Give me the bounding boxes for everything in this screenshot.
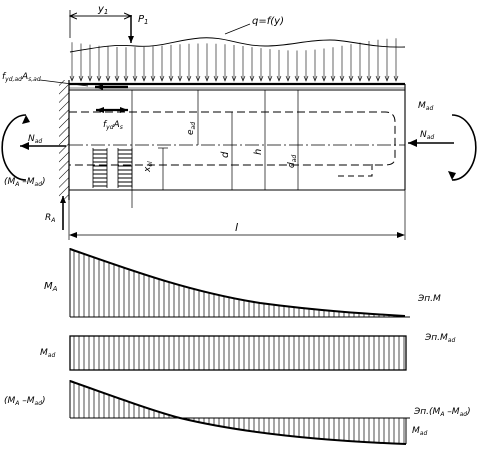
q-arrow-head [357,75,363,82]
q-arrow-head [267,75,273,82]
mad-hatch [73,336,405,370]
h-dimension: h [253,90,266,190]
q-arrow-head [186,75,192,82]
q-arrow-head [258,75,264,82]
q-arrow-head [132,75,138,82]
q-arrow-head [276,75,282,82]
q-label: q=f(y) [252,16,284,27]
q-arrow-head [339,75,345,82]
compression-zone-hatch [92,90,133,208]
q-arrow-head [96,75,102,82]
h-label: h [253,149,264,155]
q-arrow-head [123,75,129,82]
x-el-label: xel [143,161,154,173]
q-arrow-head [294,75,300,82]
right-end-actions: Mad Nad [408,101,477,181]
mad-right-label: Mad [412,426,427,437]
q-arrow-head [141,75,147,82]
q-arrow-head [321,75,327,82]
e-ad-dimension: ead [186,90,199,145]
q-arrow-head [384,75,390,82]
beam-elevation: y1 P1 q=f(y) [1,4,477,240]
mad-left-label: Mad [40,348,55,359]
q-arrow-head [249,75,255,82]
q-arrow-head [330,75,336,82]
q-arrow-head [366,75,372,82]
q-arrow-head [150,75,156,82]
q-arrow-head [105,75,111,82]
moment-diagram-mad: Mad Эп.Mad [40,333,455,371]
d-ad-label: dad [287,155,298,168]
m-diff-left-label: (MA –Mad) [4,177,46,188]
f-yd-label: fydAs [103,120,123,131]
main-reinforcement-force: fydAs [96,107,128,131]
q-arrow-head [87,75,93,82]
q-load-arrows [69,38,399,82]
q-arrow-head [177,75,183,82]
q-arrow-head [312,75,318,82]
q-arrow-head [303,75,309,82]
n-ad-left-label: Nad [28,134,42,145]
x-el-dimension: xel [143,147,168,190]
q-arrow-head [69,75,75,82]
q-arrow-head [213,75,219,82]
d-dimension: d [220,112,233,190]
reaction-ra: RA [45,196,66,230]
ep-diff-label: Эп.(MA –Mad) [413,407,471,418]
ma-hatch [73,250,400,317]
q-arrow-head [168,75,174,82]
q-arrow-head [114,75,120,82]
p1-label: P1 [138,14,149,26]
left-end-actions: Nad (MA –Mad) [1,114,66,188]
f-yd-ad-label: fyd,adAs,ad [2,72,41,83]
ep-m-label: Эп.M [417,294,441,304]
q-arrow-head [222,75,228,82]
q-arrow-head [231,75,237,82]
q-arrow-head [204,75,210,82]
m-ad-right-label: Mad [418,101,433,112]
ma-label: MA [44,281,58,293]
q-arrow-head [348,75,354,82]
distributed-load-q: q=f(y) [69,16,406,82]
q-arrow-head [285,75,291,82]
y1-dimension: y1 [70,4,131,38]
diag3-left-label: (MA –Mad) [4,396,46,407]
difference-curve-guide [70,381,406,444]
q-arrow-head [78,75,84,82]
y1-label: y1 [97,4,108,16]
d-label: d [220,151,231,158]
q-arrow-head [393,75,399,82]
n-ad-right-label: Nad [420,130,434,141]
e-ad-label: ead [186,122,197,135]
q-arrow-head [159,75,165,82]
l-label: l [235,221,238,234]
moment-diagram-difference: (MA –Mad) Эп.(MA –Mad) Mad [4,380,471,445]
q-arrow-head [240,75,246,82]
moment-diagram-ma: MA Эп.M [44,248,441,318]
fixed-support [59,80,70,200]
additional-reinforcement-force: fyd,adAs,ad [2,72,128,90]
q-arrow-head [375,75,381,82]
r-a-label: RA [45,213,55,224]
span-dimension: l [68,190,406,240]
d-ad-dimension: dad [287,90,299,190]
ep-mad-label: Эп.Mad [424,333,455,344]
difference-hatch [70,381,406,444]
point-load-p1: P1 [128,14,149,43]
q-arrow-head [195,75,201,82]
